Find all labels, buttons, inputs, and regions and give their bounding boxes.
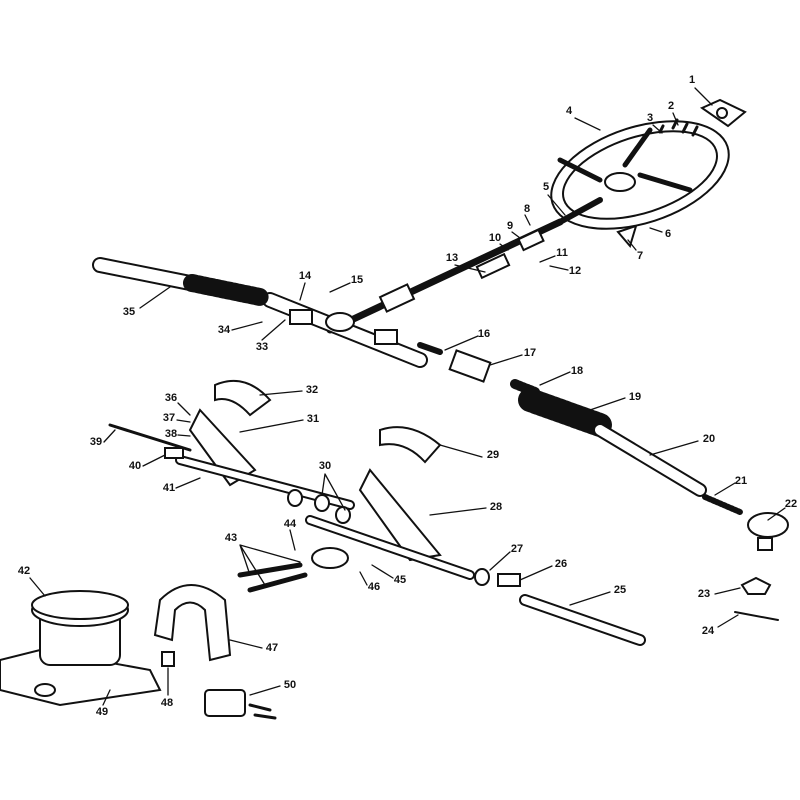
callout-label: 31 <box>306 413 320 425</box>
callout-label: 17 <box>523 347 537 359</box>
callout-label: 15 <box>350 274 364 286</box>
callout-label: 45 <box>393 574 407 586</box>
callout-label: 49 <box>95 706 109 718</box>
callout-label: 37 <box>162 412 176 424</box>
callout-label: 7 <box>636 250 644 262</box>
callout-label: 43 <box>224 532 238 544</box>
callout-label: 11 <box>556 247 568 259</box>
callout-label: 10 <box>488 232 502 244</box>
callout-label: 32 <box>305 384 319 396</box>
callout-label: 46 <box>367 581 381 593</box>
hub-shaft <box>557 197 603 225</box>
switch-50 <box>204 689 277 720</box>
callout-label: 20 <box>702 433 716 445</box>
callout-label: 2 <box>667 100 675 112</box>
part-7 <box>616 224 638 249</box>
callout-label: 5 <box>542 181 550 193</box>
bracket-47 <box>153 584 232 662</box>
callout-label: 48 <box>160 697 174 709</box>
callout-label: 44 <box>283 518 297 530</box>
rod-39 <box>108 423 192 452</box>
callout-label: 26 <box>554 558 568 570</box>
handle-35 <box>92 257 269 306</box>
callout-label: 39 <box>89 436 103 448</box>
callout-label: 28 <box>489 501 503 513</box>
pedal-left <box>175 379 355 510</box>
callout-label: 21 <box>734 475 748 487</box>
callout-label: 24 <box>701 625 715 637</box>
horn-cap <box>699 98 747 128</box>
callout-label: 29 <box>486 449 500 461</box>
link-43 <box>237 547 349 593</box>
callout-label: 23 <box>697 588 711 600</box>
screws-small <box>658 118 699 137</box>
part-48 <box>161 651 175 667</box>
callout-label: 40 <box>128 460 142 472</box>
callout-label: 22 <box>784 498 798 510</box>
callout-label: 38 <box>164 428 178 440</box>
callout-label: 16 <box>477 328 491 340</box>
callout-label: 4 <box>565 105 573 117</box>
part-40 <box>164 447 184 459</box>
pedal-right <box>305 426 475 580</box>
callout-label: 27 <box>510 543 524 555</box>
callout-label: 41 <box>162 482 176 494</box>
callout-label: 33 <box>255 341 269 353</box>
callout-label: 34 <box>217 324 231 336</box>
callout-label: 9 <box>506 220 514 232</box>
steering-wheel <box>550 120 730 230</box>
callout-label: 1 <box>688 74 696 86</box>
leader-lines <box>29 87 786 706</box>
callout-label: 3 <box>646 112 654 124</box>
callout-label: 36 <box>164 392 178 404</box>
callout-label: 13 <box>445 252 459 264</box>
parts-16-19 <box>448 349 707 497</box>
callout-label: 50 <box>283 679 297 691</box>
upper-column <box>326 218 564 334</box>
callout-label: 8 <box>523 203 531 215</box>
callout-label: 6 <box>664 228 672 240</box>
callout-label: 42 <box>17 565 31 577</box>
callout-label: 35 <box>122 306 136 318</box>
callout-label: 30 <box>318 460 332 472</box>
steering-column-assembly <box>262 292 443 368</box>
callout-label: 25 <box>613 584 627 596</box>
callout-label: 47 <box>265 642 279 654</box>
callout-label: 18 <box>570 365 584 377</box>
tie-rod-end <box>702 494 789 621</box>
reservoir-42 <box>0 590 162 707</box>
callout-label: 12 <box>568 265 582 277</box>
callout-label: 19 <box>628 391 642 403</box>
callout-label: 14 <box>298 270 312 282</box>
